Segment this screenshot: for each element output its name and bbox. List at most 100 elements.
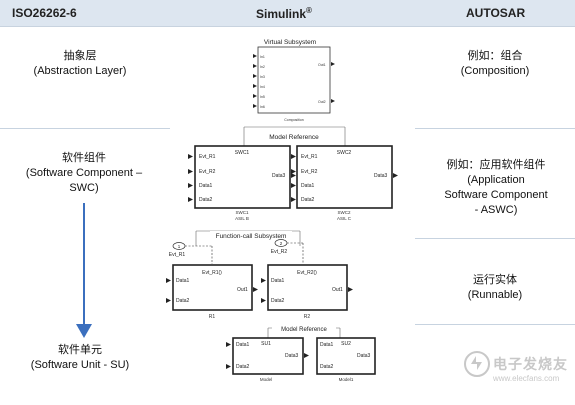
r2-in-arrow-2 [261,298,266,303]
swc1-in-arrow-3 [188,183,193,188]
swc1-in-3: Data1 [199,183,213,189]
swc2-out: Data3 [374,173,388,179]
event1-name: Evt_R1 [169,252,186,258]
su2-caption: Model1 [339,377,354,382]
model-reference-2: Model Reference SU1 Data1 Data2 Data3 Mo… [226,324,376,382]
autosar-runnable-cn: 运行实体 [473,274,517,286]
iso-abstraction-cn: 抽象层 [63,50,97,62]
elecfans-logo-icon [464,351,490,377]
event2-num: 2 [280,241,283,246]
iso-su-en: (Software Unit - SU) [30,359,130,371]
mr1-label: Model Reference [269,134,319,141]
vs-in-arrow-5 [253,94,257,98]
iso-swc-en: (Software Component – [25,167,143,179]
swc1-in-4: Data2 [199,197,213,203]
mr1-label-bg [256,131,332,141]
swc1-out-arrow [291,173,296,178]
vs-in-label-3: In3 [260,75,265,79]
su1-title: SU1 [261,341,271,347]
header-iso: ISO26262-6 [12,6,77,20]
vs-out-label-1: Out1 [318,63,326,67]
mr2-label-bg [272,324,336,333]
r1-in-arrow-2 [166,298,171,303]
r1-rect [172,264,253,311]
su1-block: SU1 Data1 Data2 Data3 Model [226,337,309,382]
iso-swc-cn: 软件组件 [62,152,106,164]
autosar-aswc-en2: Software Component [444,189,548,201]
r1-out-arrow [253,287,258,292]
su1-caption: Model [260,377,272,382]
swc2-in-1: Evt_R1 [301,154,318,160]
r1-in-arrow-1 [166,278,171,283]
separator-right-2 [415,238,575,239]
su1-rect [232,337,304,375]
event2-name: Evt_R2 [271,249,288,255]
autosar-aswc-en3: - ASWC) [474,204,518,216]
vs-in-arrow-2 [253,64,257,68]
swc1-caption-1: SWC1 [235,210,248,215]
swc1-out: Data3 [272,173,286,179]
r2-caption: R2 [304,314,311,320]
su1-out-arrow [304,353,309,358]
vs-out-label-2: Out2 [318,100,326,104]
separator-right-3 [415,324,575,325]
iso-su-cn: 软件单元 [58,344,102,356]
su1-in-arrow-2 [226,364,231,369]
r2-in-1: Data1 [271,278,285,284]
header-simulink: Simulink® [256,6,312,21]
su1-out: Data3 [285,353,299,359]
swc1-title: SWC1 [235,150,250,156]
header-autosar: AUTOSAR [466,6,526,20]
swc2-caption-1: SWC2 [337,210,350,215]
swc2-in-4: Data2 [301,197,315,203]
su1-in-1: Data1 [236,342,250,348]
swc1-rect [194,145,291,209]
header-simulink-text: Simulink [256,7,307,21]
swc2-title: SWC2 [337,150,352,156]
swc1-in-arrow-2 [188,169,193,174]
virtual-subsystem: Virtual Subsystem In1 In2 In3 In4 In5 In… [253,39,335,122]
r2-out-arrow [348,287,353,292]
watermark-brand: 电子发烧友 [493,356,568,372]
separator-right-1 [415,128,575,129]
fcs-label: Function-call Subsystem [216,233,287,240]
su2-title: SU2 [341,341,351,347]
model-reference-1: Model Reference SWC1 Evt_R1 Evt_R2 Data1… [188,126,398,221]
vs-in-label-5: In5 [260,95,265,99]
swc2-caption-2: ASIL C [337,216,352,221]
virtual-subsystem-inports: In1 In2 In3 In4 In5 In6 [253,54,265,109]
fcs-label-bg [210,231,292,240]
r2-out: Out1 [332,287,343,293]
swc1-in-2: Evt_R2 [199,169,216,175]
vs-in-arrow-1 [253,54,257,58]
swc2-block: SWC2 Evt_R1 Evt_R2 Data1 Data2 Data3 SWC… [291,145,398,221]
separator-left-1 [0,128,170,129]
watermark-url: www.elecfans.com [493,374,560,383]
elecfans-watermark: 电子发烧友 www.elecfans.com [463,344,575,400]
iso-abstraction-en: (Abstraction Layer) [33,65,127,77]
virtual-subsystem-block [257,46,331,114]
su2-out: Data3 [357,353,371,359]
mr2-label: Model Reference [281,327,327,333]
autosar-composition-cn: 例如：组合 [467,50,523,62]
r2-trigger: Evt_R2() [297,270,317,276]
autosar-aswc-en: (Application [467,174,525,186]
vs-in-label-4: In4 [260,85,265,89]
virtual-subsystem-title: Virtual Subsystem [264,39,316,46]
r1-in-2: Data2 [176,298,190,304]
vs-in-label-2: In2 [260,65,265,69]
iso-swc-label: 软件组件 (Software Component – SWC) [5,151,163,196]
virtual-subsystem-caption: Composition [284,118,304,122]
vs-out-arrow-1 [331,62,335,66]
function-call-subsystem: Function-call Subsystem 1 Evt_R1 2 Evt_R… [166,230,353,320]
vs-out-arrow-2 [331,99,335,103]
swc2-in-arrow-2 [291,169,296,174]
swc2-rect [296,145,393,209]
swc1-in-arrow-1 [188,154,193,159]
su1-in-arrow-1 [226,342,231,347]
event1-num: 1 [178,244,181,249]
autosar-runnable-en: (Runnable) [467,289,523,301]
su2-rect [316,337,376,375]
autosar-aswc-cn: 例如：应用软件组件 [446,159,546,171]
